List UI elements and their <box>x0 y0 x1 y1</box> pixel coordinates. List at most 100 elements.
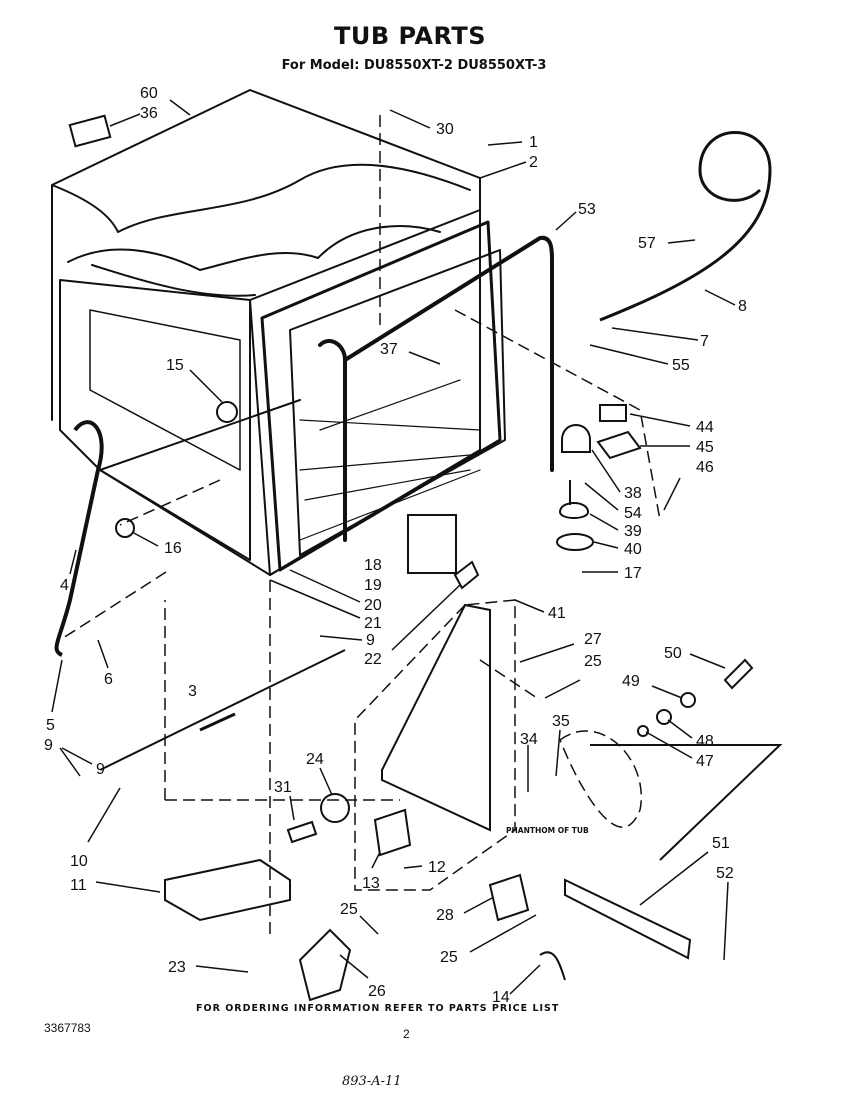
hinge-bracket-part-36 <box>68 114 112 148</box>
leader-7 <box>611 327 699 341</box>
callout-14: 14 <box>492 989 510 1006</box>
fitting-part-50 <box>723 658 754 690</box>
bracket-part-44 <box>599 404 627 422</box>
callout-21: 21 <box>364 615 382 632</box>
phantom-of-tub-label: PHANTHOM OF TUB <box>506 826 589 835</box>
leader-48 <box>667 719 693 739</box>
leader-47 <box>645 731 693 759</box>
callout-41: 41 <box>548 605 566 622</box>
leader-41 <box>514 599 545 613</box>
leader-22 <box>391 584 461 651</box>
page-number: 2 <box>403 1027 410 1041</box>
float-stem-part-39 <box>559 480 590 519</box>
leader-8 <box>704 289 736 306</box>
assembly-dash-3 <box>119 479 221 526</box>
door-gasket-inner <box>289 249 506 556</box>
leader-55 <box>589 344 669 365</box>
leader-37 <box>408 351 441 365</box>
callout-37: 37 <box>380 341 398 358</box>
callout-44: 44 <box>696 419 714 436</box>
model-subtitle: For Model: DU8550XT-2 DU8550XT-3 <box>281 58 547 73</box>
callout-10: 10 <box>70 853 88 870</box>
leader-6 <box>97 639 109 669</box>
leader-28 <box>463 897 493 914</box>
callout-9b: 9 <box>44 737 53 754</box>
callout-27: 27 <box>584 631 602 648</box>
tub-phantom <box>559 730 642 828</box>
bracket-part-45 <box>596 430 642 460</box>
callout-13: 13 <box>362 875 380 892</box>
assembly-dash-7 <box>164 600 400 801</box>
leader-57 <box>667 239 696 244</box>
leader-4 <box>69 549 77 575</box>
bracket-part-13 <box>373 808 412 857</box>
hose-part-8 <box>599 131 772 322</box>
callout-35: 35 <box>552 713 570 730</box>
bracket-part-11 <box>164 858 291 922</box>
callout-52: 52 <box>716 865 734 882</box>
callout-3: 3 <box>188 683 197 700</box>
washer-part-48 <box>656 709 672 725</box>
callout-38: 38 <box>624 485 642 502</box>
callout-48: 48 <box>696 733 714 750</box>
nut-part-15 <box>216 401 238 423</box>
callout-6: 6 <box>104 671 113 688</box>
leader-5 <box>51 659 63 713</box>
callout-9c: 9 <box>96 761 105 778</box>
leader-50 <box>689 653 726 669</box>
connector-part-22 <box>453 560 480 590</box>
callout-39: 39 <box>624 523 642 540</box>
leader-39 <box>589 513 619 531</box>
callout-2: 2 <box>529 154 538 171</box>
callout-49: 49 <box>622 673 640 690</box>
callout-25a: 25 <box>584 653 602 670</box>
leader-11 <box>95 881 161 893</box>
drain-hose-part-4 <box>54 420 104 657</box>
leader-46 <box>663 477 681 511</box>
handwritten-code: 893-A-11 <box>342 1074 402 1089</box>
leader-31 <box>289 795 295 821</box>
float-switch-part-40 <box>556 533 594 551</box>
rail-part-51 <box>564 878 692 960</box>
rod-part-3 <box>199 712 236 732</box>
callout-46: 46 <box>696 459 714 476</box>
callout-8: 8 <box>738 298 747 315</box>
leader-23 <box>195 965 249 973</box>
tub-side-panel <box>59 279 251 561</box>
tub-base <box>99 399 481 576</box>
impeller-part-24 <box>320 793 350 823</box>
wire-part-10 <box>99 649 346 771</box>
leader-25a <box>544 679 581 699</box>
callout-12: 12 <box>428 859 446 876</box>
leader-49 <box>651 685 683 699</box>
valve-part-26 <box>298 928 352 1002</box>
callout-26: 26 <box>368 983 386 1000</box>
door-gasket-outer <box>260 220 502 572</box>
callout-16: 16 <box>164 540 182 557</box>
leader-1 <box>487 141 523 146</box>
leader-40 <box>593 541 619 549</box>
leader-14 <box>509 964 541 995</box>
callout-15: 15 <box>166 357 184 374</box>
leader-60-36 <box>109 99 191 127</box>
washer-part-49 <box>680 692 696 708</box>
callout-50: 50 <box>664 645 682 662</box>
callout-34: 34 <box>520 731 538 748</box>
leader-27 <box>519 643 575 663</box>
callout-54: 54 <box>624 505 642 522</box>
pipe-part-52 <box>590 744 783 861</box>
tub-outline <box>51 89 481 421</box>
leader-9b <box>59 747 93 777</box>
callout-40: 40 <box>624 541 642 558</box>
callout-60: 60 <box>140 85 158 102</box>
heater-module-part-18 <box>407 514 457 574</box>
assembly-dash-8 <box>479 659 541 701</box>
leader-20-21 <box>269 569 361 619</box>
callout-24: 24 <box>306 751 324 768</box>
callout-11: 11 <box>70 877 87 894</box>
leader-38 <box>591 449 621 493</box>
callout-7: 7 <box>700 333 709 350</box>
callout-17: 17 <box>624 565 642 582</box>
